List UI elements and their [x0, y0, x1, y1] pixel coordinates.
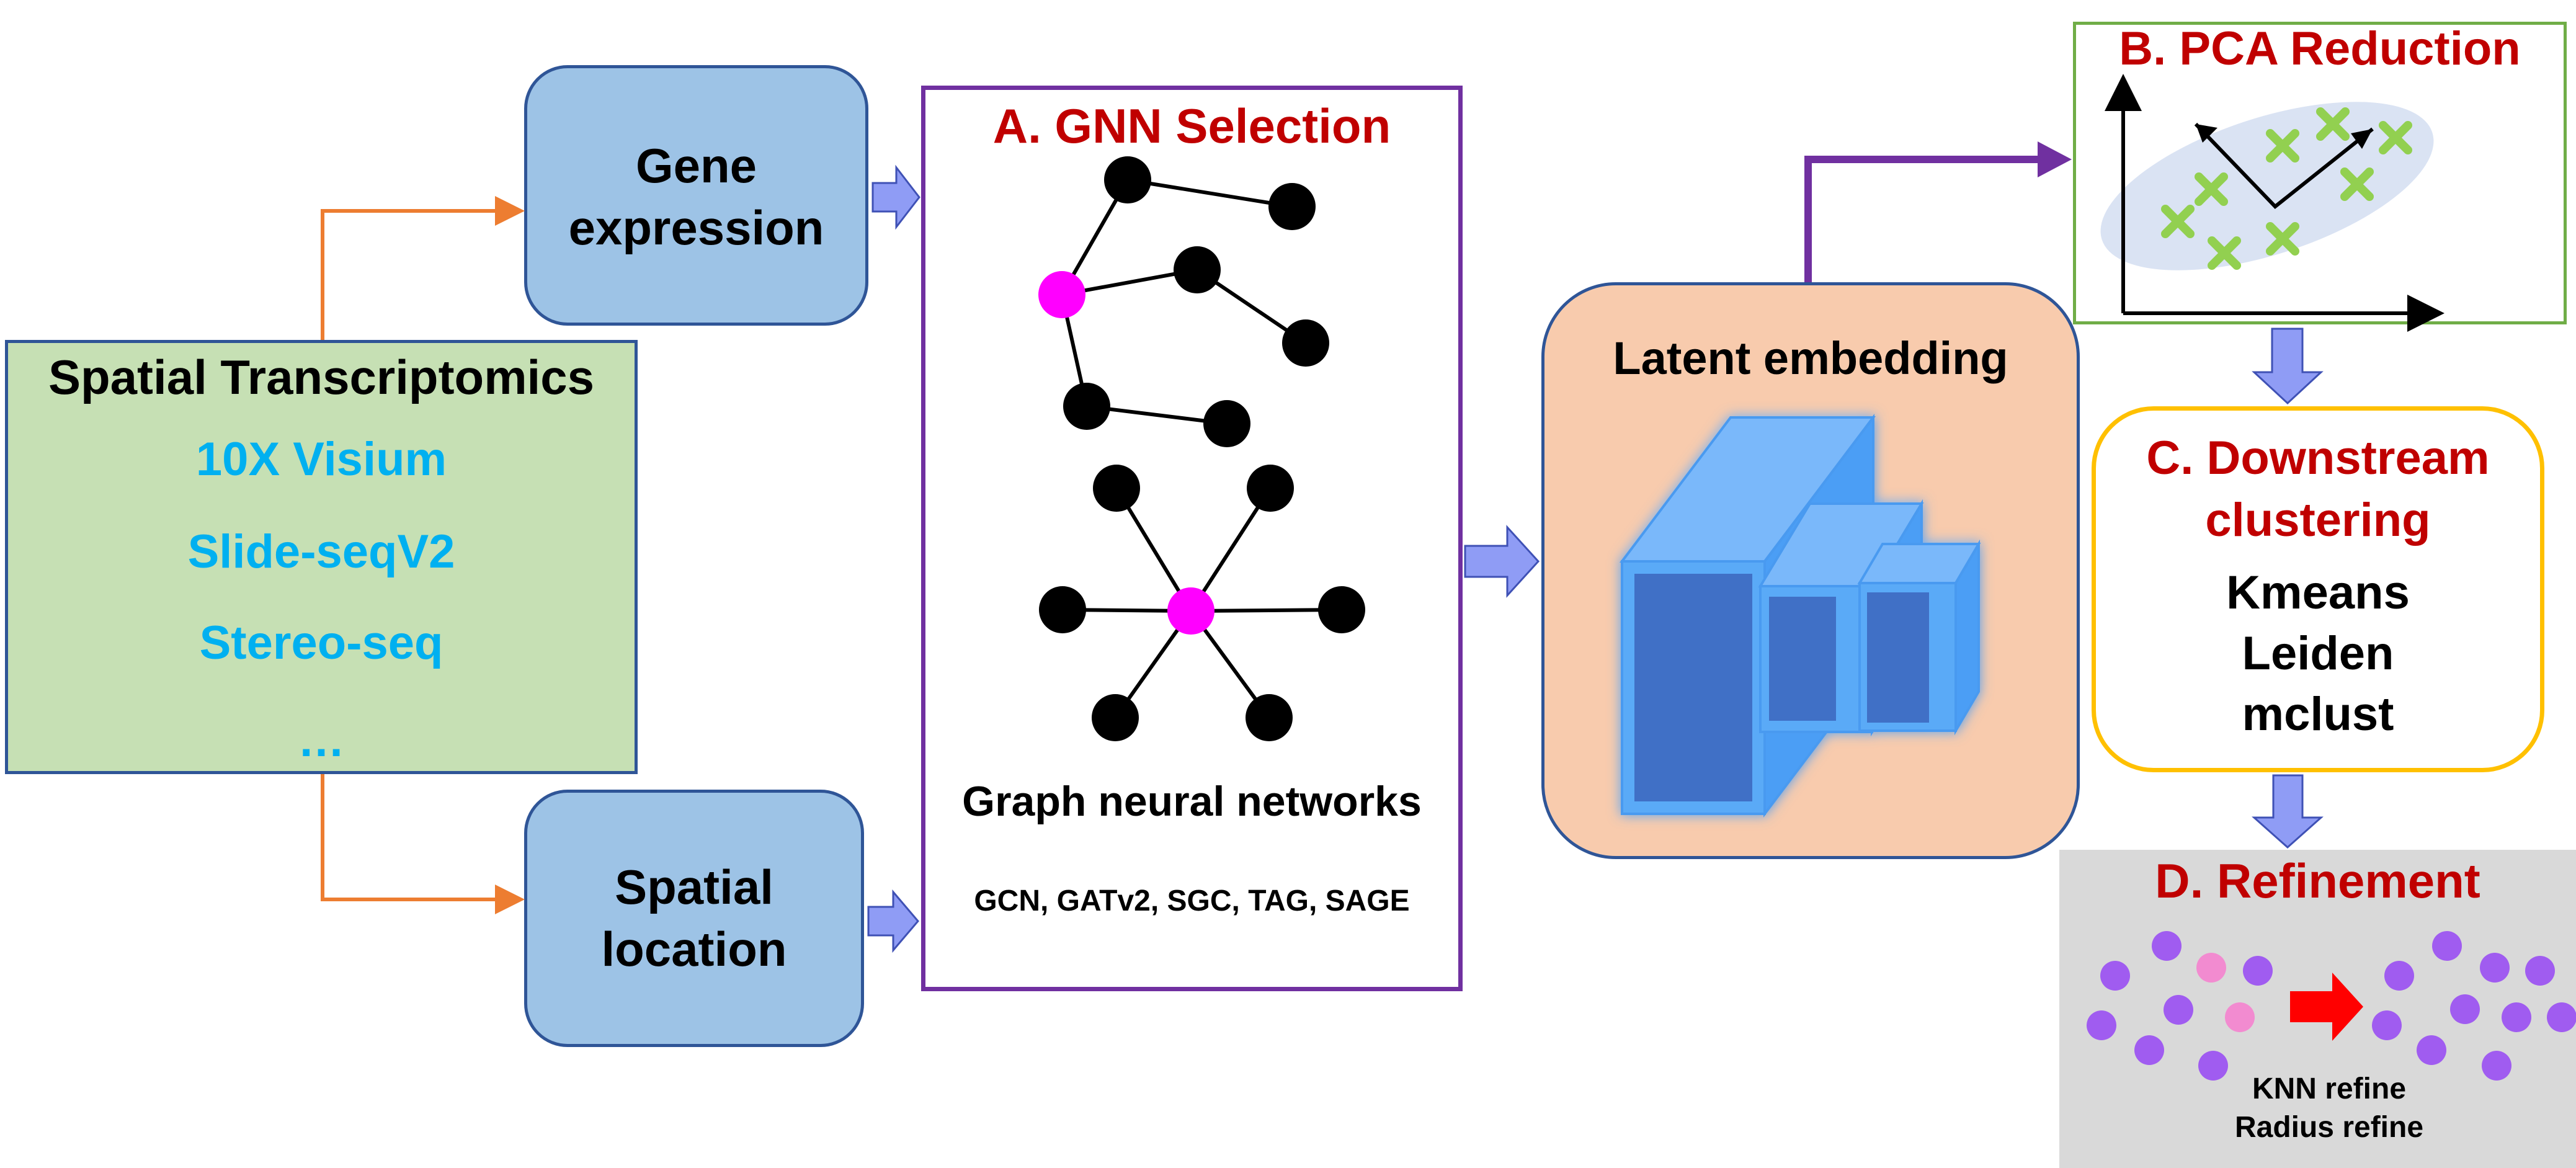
graph-node [1174, 246, 1221, 293]
refinement-point [2525, 956, 2555, 986]
pca-component-arrows [2194, 122, 2374, 210]
refinement-point [2432, 931, 2462, 961]
refinement-point [2100, 961, 2130, 991]
refinement-arrow [2290, 973, 2363, 1041]
pca-point-marker [2195, 172, 2228, 206]
refinement-point [2087, 1010, 2116, 1040]
graph-node [1093, 465, 1140, 512]
refinement-points [2087, 931, 2576, 1081]
graph-node [1318, 586, 1365, 633]
gnn-models-list: GCN, GATv2, SGC, TAG, SAGE [974, 885, 1410, 917]
pca-point-marker [2266, 129, 2299, 163]
clustering-title-line1: C. Downstream [2146, 432, 2490, 484]
spatial-location-box [524, 790, 864, 1047]
gnn-selection-title: A. GNN Selection [992, 99, 1391, 153]
graph-node [1104, 156, 1151, 203]
connector-to-gene-expression [321, 196, 525, 340]
pca-reduction-title: B. PCA Reduction [2119, 22, 2521, 75]
graph-node [1063, 383, 1110, 430]
block-arrow-spatial-to-gnn [867, 889, 919, 953]
block-arrow-gnn-to-latent [1464, 525, 1540, 598]
source-item-10x-visium: 10X Visium [195, 433, 447, 486]
refinement-point [2225, 1002, 2255, 1032]
clustering-method-kmeans: Kmeans [2226, 566, 2410, 619]
block-arrow-gene-to-gnn [871, 164, 920, 230]
refinement-point [2164, 995, 2193, 1025]
connector-to-spatial-location [321, 774, 525, 914]
refinement-point [2243, 956, 2273, 986]
graph-node [1268, 183, 1316, 230]
refinement-point [2134, 1035, 2164, 1065]
gene-expression-label-line2: expression [568, 200, 824, 255]
pca-points [2161, 107, 2412, 270]
graph-node [1039, 586, 1086, 633]
graph-node [1092, 694, 1139, 741]
refinement-point [2480, 953, 2510, 983]
gnn-selection-box [921, 86, 1463, 991]
pca-point-marker [2266, 222, 2299, 256]
spatial-location-label-line2: location [601, 922, 787, 976]
gene-expression-label-line1: Gene [635, 138, 757, 193]
refinement-point [2152, 931, 2182, 961]
refinement-point [2384, 961, 2414, 991]
refinement-point [2198, 1051, 2228, 1081]
pca-ellipse [2100, 102, 2434, 270]
graph-center-node [1038, 271, 1085, 318]
gnn-caption: Graph neural networks [962, 778, 1422, 825]
graph-node [1203, 400, 1250, 447]
pca-point-marker [2379, 121, 2412, 154]
spatial-transcriptomics-box [5, 340, 638, 774]
refinement-point [2502, 1002, 2531, 1032]
block-arrow-pca-to-clustering [2252, 328, 2324, 405]
connector-latent-to-pca [1804, 156, 2041, 282]
clustering-method-leiden: Leiden [2242, 627, 2394, 680]
pca-point-marker [2208, 236, 2241, 270]
clustering-method-mclust: mclust [2242, 688, 2394, 741]
refinement-point [2547, 1002, 2576, 1032]
refinement-point [2196, 953, 2226, 983]
latent-cubes [1619, 414, 1981, 818]
refinement-title: D. Refinement [2155, 854, 2480, 908]
spatial-transcriptomics-title: Spatial Transcriptomics [48, 350, 594, 404]
refinement-point [2482, 1051, 2511, 1081]
pca-point-marker [2340, 167, 2374, 201]
clustering-title-line2: clustering [2205, 494, 2431, 546]
gnn-star-nodes [1039, 465, 1365, 741]
pca-point-marker [2161, 205, 2195, 238]
gene-expression-box [524, 65, 868, 326]
latent-embedding-title: Latent embedding [1613, 332, 2008, 384]
cube-small [1857, 539, 1981, 736]
source-item-slide-seqv2: Slide-seqV2 [187, 525, 455, 578]
refinement-method-radius: Radius refine [2234, 1111, 2424, 1144]
refinement-method-knn: KNN refine [2252, 1072, 2407, 1105]
pca-plot [2100, 74, 2445, 332]
spatial-location-label-line1: Spatial [615, 860, 773, 914]
connector-latent-to-pca-head [2038, 141, 2072, 177]
refinement-point [2450, 994, 2480, 1024]
graph-node [1246, 694, 1293, 741]
source-item-stereo-seq: Stereo-seq [199, 617, 443, 669]
graph-node [1282, 319, 1329, 367]
downstream-clustering-box [2092, 406, 2544, 772]
graph-center-node [1167, 587, 1214, 635]
source-item-ellipsis: … [298, 714, 345, 767]
pca-point-marker [2316, 107, 2350, 141]
graph-node [1247, 465, 1294, 512]
block-arrow-clustering-to-refinement [2252, 774, 2324, 849]
refinement-point [2372, 1010, 2402, 1040]
gnn-chain-nodes [1038, 156, 1329, 447]
refinement-point [2417, 1035, 2446, 1065]
